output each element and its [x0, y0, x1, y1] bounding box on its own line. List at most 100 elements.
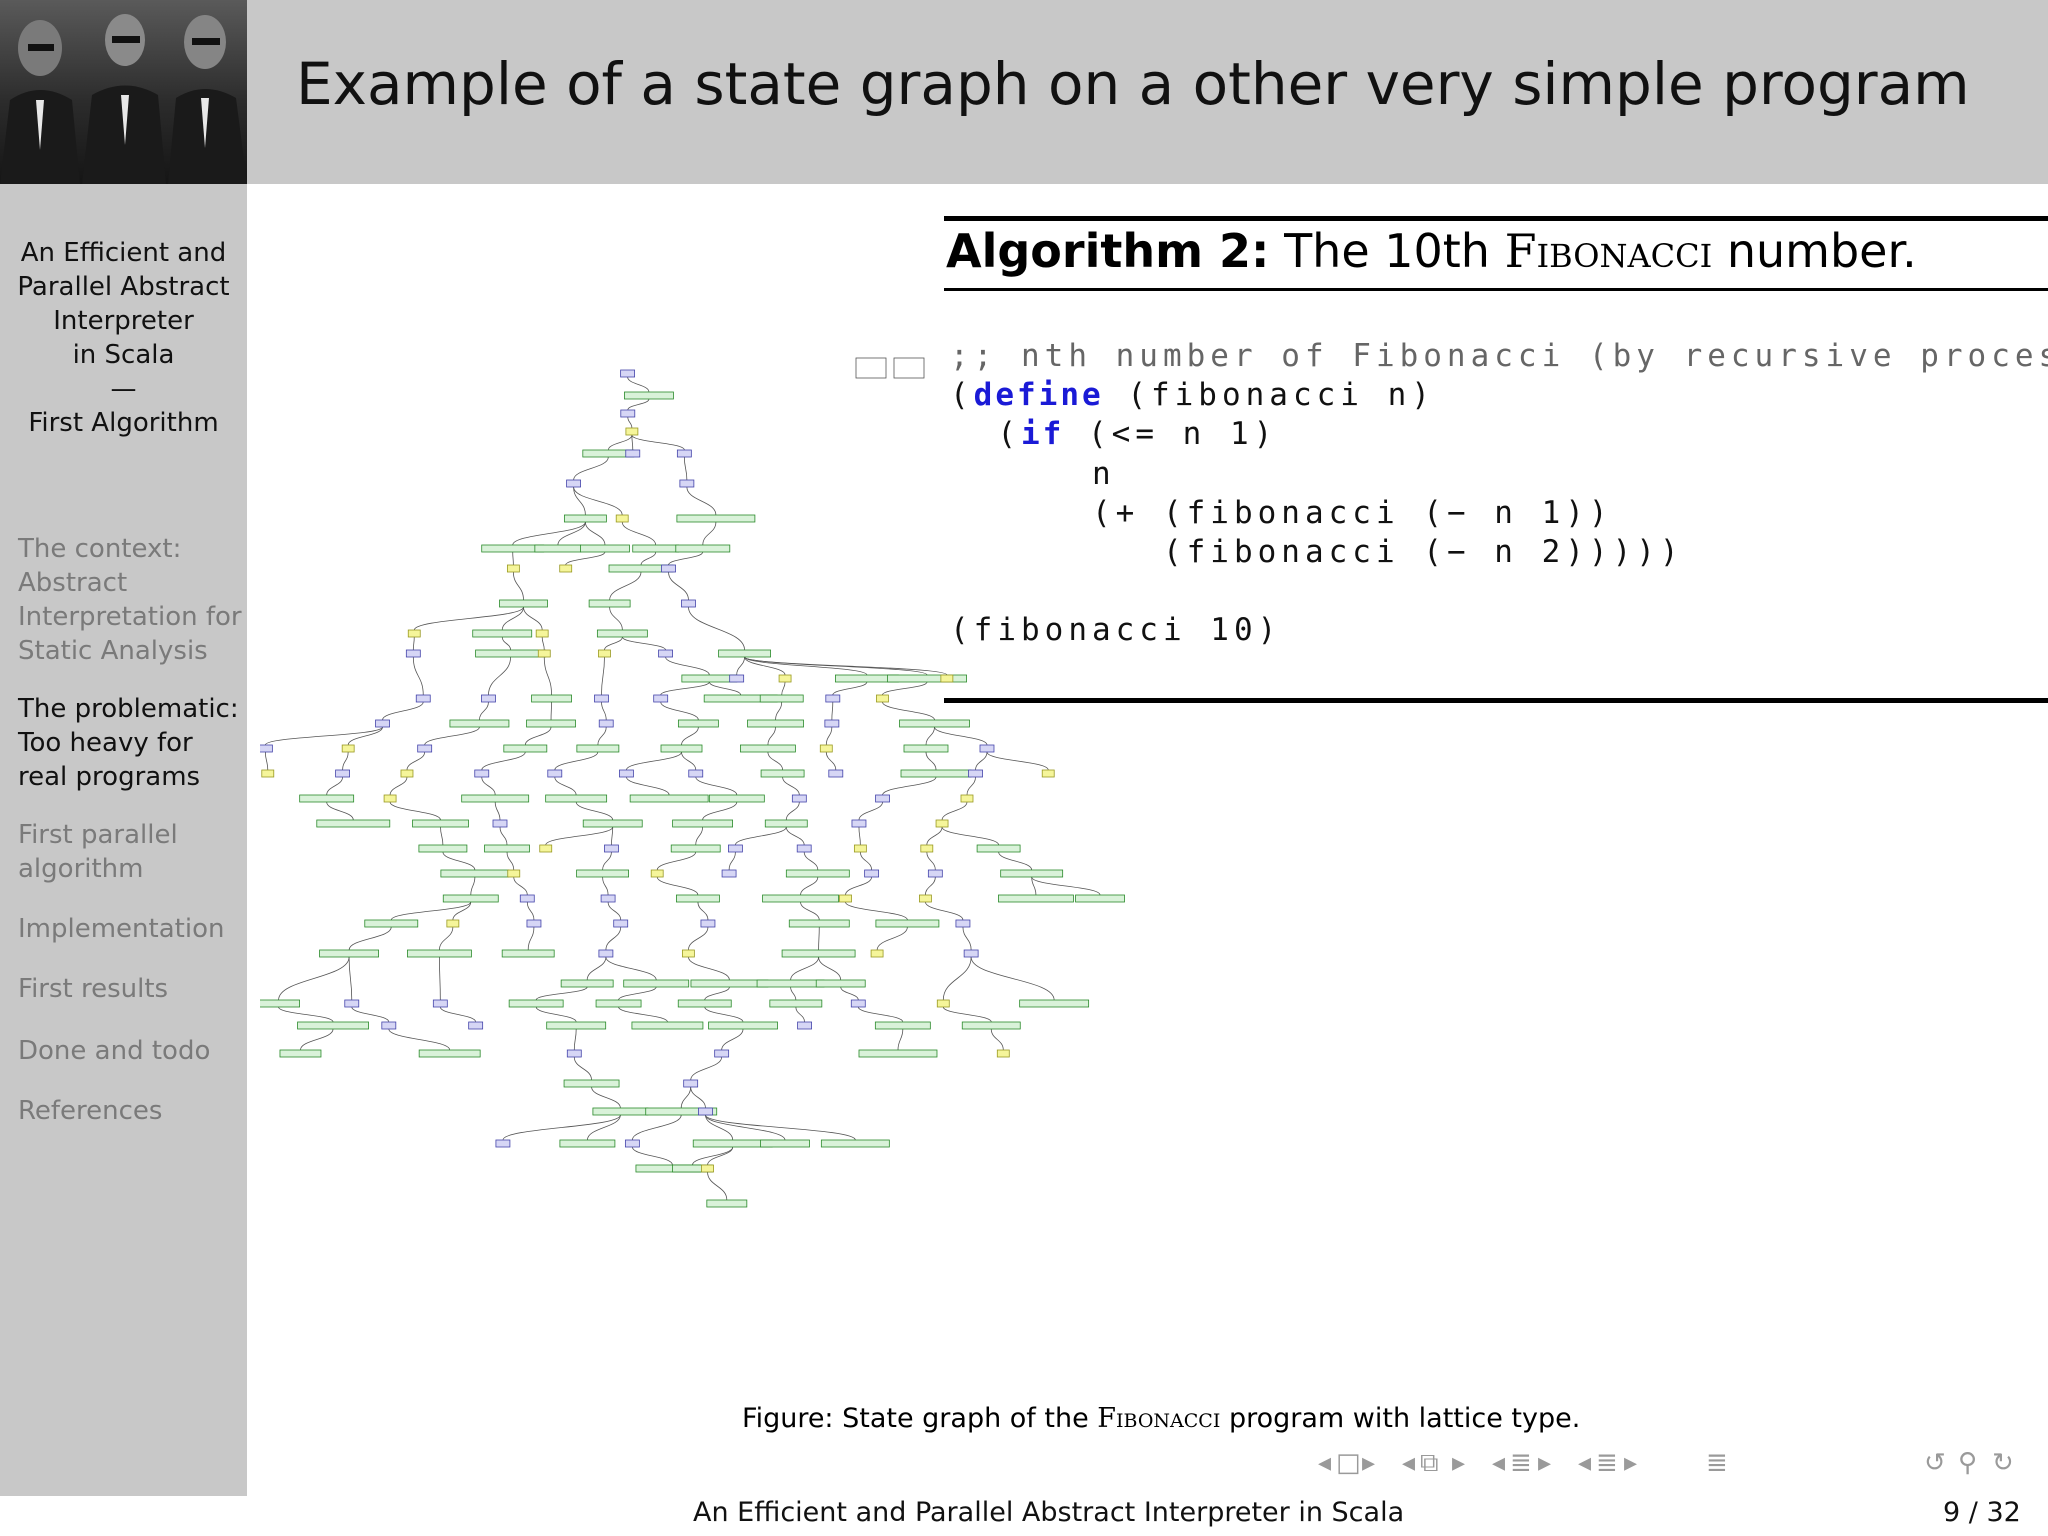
graph-edge — [541, 636, 545, 651]
nav-toc-icon[interactable]: ≣ — [1706, 1448, 1728, 1478]
nav-back-icon[interactable]: ↺ — [1924, 1448, 1946, 1478]
nav-section-right-icon[interactable]: ▸ — [1538, 1448, 1552, 1478]
sidebar-presentation-title[interactable]: An Efficient and Parallel Abstract Inter… — [0, 236, 247, 440]
graph-node — [797, 1021, 812, 1030]
sidebar-title-line: An Efficient and — [20, 238, 227, 268]
nav-subsection-right-icon[interactable]: ▸ — [1452, 1448, 1466, 1478]
graph-edge — [831, 701, 834, 721]
graph-edge — [621, 636, 666, 651]
sidebar-section-first-results[interactable]: First results — [18, 972, 244, 1006]
nav-section-icon[interactable]: ≣ — [1510, 1448, 1532, 1478]
graph-edge — [535, 1006, 577, 1023]
graph-node — [708, 794, 765, 803]
graph-node — [677, 999, 732, 1008]
graph-node — [739, 744, 796, 753]
graph-edge — [627, 416, 633, 429]
sidebar-section-parallel-algorithm[interactable]: First parallel algorithm — [18, 818, 244, 886]
algorithm-caption-smallcaps: Fibonacci — [1504, 224, 1713, 278]
nav-section-left-icon[interactable]: ◂ — [1492, 1448, 1506, 1478]
code-line-define: (define (fibonacci n) — [950, 377, 1435, 413]
nav-search-icon[interactable]: ⚲ — [1958, 1448, 1978, 1478]
graph-edge — [767, 751, 783, 771]
graph-node — [503, 744, 548, 753]
graph-edge — [681, 726, 699, 746]
sidebar-section-references[interactable]: References — [18, 1094, 244, 1128]
graph-node — [681, 599, 696, 608]
graph-node — [760, 769, 805, 778]
graph-node — [851, 819, 867, 828]
nav-frame-icon[interactable]: □ — [1336, 1448, 1361, 1478]
graph-edge — [439, 1006, 477, 1023]
graph-edge — [554, 751, 599, 771]
graph-edge — [825, 726, 833, 746]
graph-edge — [705, 1114, 856, 1141]
graph-edge — [970, 956, 1055, 1001]
graph-node — [708, 1021, 778, 1030]
graph-node — [580, 544, 630, 553]
graph-edge — [388, 1028, 451, 1051]
graph-node — [539, 844, 553, 853]
graph-node — [594, 694, 609, 703]
graph-node — [546, 1021, 607, 1030]
graph-edge — [513, 876, 528, 896]
nav-subsection-left-icon[interactable]: ◂ — [1402, 1448, 1416, 1478]
graph-node — [899, 719, 970, 728]
graph-edge — [605, 956, 657, 981]
graph-edge — [782, 776, 800, 796]
nav-forward-icon[interactable]: ↻ — [1992, 1448, 2014, 1478]
section-label-line: Too heavy for — [18, 728, 193, 758]
code-token: (fibonacci n) — [1103, 377, 1435, 413]
graph-edge — [882, 701, 935, 721]
graph-edge — [326, 801, 354, 821]
graph-node — [858, 1049, 938, 1058]
graph-edge — [631, 434, 685, 451]
nav-subsection-icon[interactable]: ⧉ — [1420, 1448, 1439, 1478]
graph-node — [319, 949, 379, 958]
graph-edge — [695, 826, 703, 846]
graph-node — [588, 599, 631, 608]
graph-edge — [785, 801, 800, 821]
graph-edge — [686, 486, 717, 516]
sidebar-section-context[interactable]: The context: Abstract Interpretation for… — [18, 532, 244, 668]
graph-edge — [406, 751, 426, 771]
graph-edge — [524, 726, 552, 746]
graph-node — [979, 744, 995, 753]
graph-edge — [626, 776, 670, 796]
nav-frame-right-icon[interactable]: ▸ — [1362, 1448, 1376, 1478]
graph-node — [519, 894, 535, 903]
sidebar-section-done-todo[interactable]: Done and todo — [18, 1034, 244, 1068]
state-graph-figure — [260, 357, 1125, 1208]
nav-slide-icon[interactable]: ≣ — [1596, 1448, 1618, 1478]
graph-node — [1041, 769, 1055, 778]
graph-edge — [543, 656, 552, 696]
section-label-line: Implementation — [18, 914, 225, 944]
graph-edge — [704, 986, 730, 1001]
graph-node — [1075, 894, 1125, 903]
graph-edge — [631, 1146, 673, 1166]
sidebar-title-line: in Scala — [72, 340, 175, 370]
graph-node — [976, 844, 1021, 853]
graph-node — [624, 1139, 640, 1148]
sidebar-section-problematic[interactable]: The problematic: Too heavy for real prog… — [18, 692, 244, 794]
algorithm-bottom-rule — [944, 698, 2048, 703]
algorithm-mid-rule — [944, 288, 2048, 291]
graph-node — [874, 1021, 931, 1030]
graph-edge — [840, 986, 859, 1001]
graph-edge — [690, 1086, 706, 1109]
graph-edge — [818, 956, 842, 981]
nav-frame-left-icon[interactable]: ◂ — [1318, 1448, 1332, 1478]
nav-slide-right-icon[interactable]: ▸ — [1624, 1448, 1638, 1478]
graph-node — [492, 819, 508, 828]
algorithm-caption-text: number. — [1726, 224, 1917, 278]
graph-edge — [389, 776, 408, 796]
graph-node — [432, 999, 448, 1008]
graph-edge — [631, 1114, 682, 1141]
graph-node — [566, 1049, 582, 1058]
graph-edge — [683, 456, 688, 481]
graph-edge — [591, 1086, 621, 1109]
nav-slide-left-icon[interactable]: ◂ — [1578, 1448, 1592, 1478]
sidebar-section-implementation[interactable]: Implementation — [18, 912, 244, 946]
code-line: n — [950, 456, 1116, 492]
graph-edge — [857, 1006, 904, 1023]
graph-node — [407, 949, 472, 958]
